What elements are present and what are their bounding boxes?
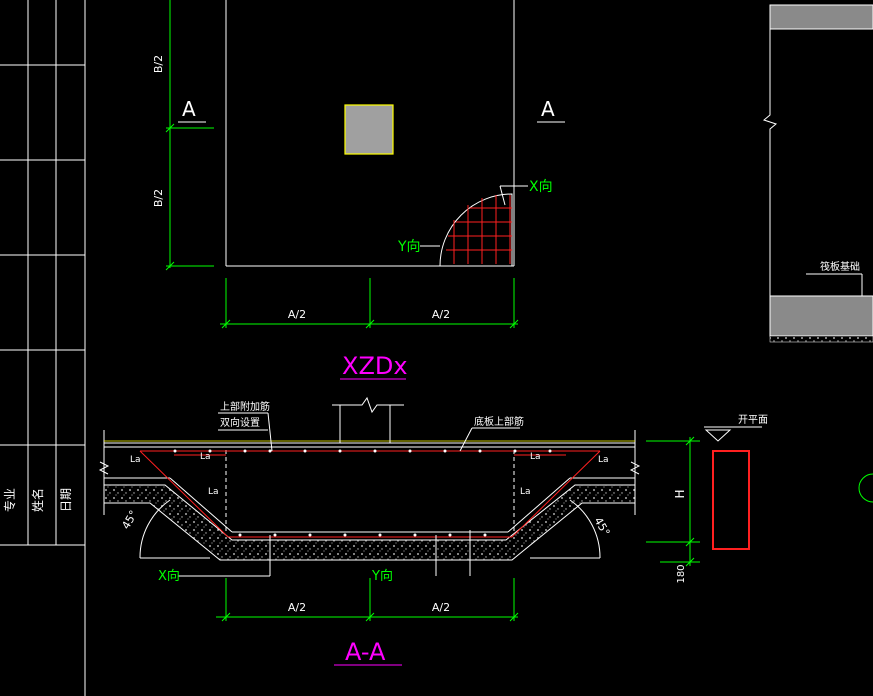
section-concrete <box>103 484 636 561</box>
section-y-direction: Y向 <box>371 568 393 584</box>
rebar-quadrant <box>420 185 528 267</box>
plan-y-direction: Y向 <box>397 239 421 255</box>
section-angle-arcs <box>139 499 601 559</box>
section-la-3: La <box>208 487 219 497</box>
detail-red-section <box>712 450 750 550</box>
section-la-1: La <box>130 455 141 465</box>
section-column <box>332 396 404 443</box>
detail-180-label: 180 <box>676 564 687 583</box>
section-la-5: La <box>598 455 609 465</box>
section-la-2: La <box>200 452 211 462</box>
title-block-row2: 姓名 <box>30 488 45 512</box>
section-x-direction: X向 <box>158 568 180 584</box>
plan-dim-b-upper: B/2 <box>152 55 165 73</box>
section-la-6: La <box>520 487 531 497</box>
section-leaders <box>178 412 520 577</box>
section-rebars <box>139 450 601 538</box>
section-angle-right: 45° <box>591 515 612 538</box>
section-note-top-left-2: 双向设置 <box>220 416 260 429</box>
plan-dim-a-left: A/2 <box>288 308 306 321</box>
title-block-row1: 专业 <box>2 488 17 512</box>
side-panel-note: 筏板基础 <box>820 260 860 273</box>
section-note-top-right: 底板上部筋 <box>474 415 524 428</box>
side-panel <box>762 4 873 343</box>
title-block <box>0 0 86 696</box>
section-mark-right: A <box>541 97 555 121</box>
section-dim-a-right: A/2 <box>432 601 450 614</box>
plan-x-direction: X向 <box>529 179 553 195</box>
plan-dimension-b <box>165 0 214 271</box>
section-rebar-dots <box>173 449 552 537</box>
section-dimension-a <box>216 578 519 622</box>
section-outline <box>98 430 641 533</box>
detail-h-label: H <box>673 489 687 498</box>
column-block <box>344 104 394 155</box>
section-title: A-A <box>345 638 386 666</box>
section-la-4: La <box>530 452 541 462</box>
elevation-label: 开平面 <box>738 415 768 426</box>
plan-dim-a-right: A/2 <box>432 308 450 321</box>
plan-dimension-a <box>220 278 519 329</box>
section-dim-a-left: A/2 <box>288 601 306 614</box>
title-block-row3: 日期 <box>59 488 73 512</box>
plan-dim-b-lower: B/2 <box>152 189 165 207</box>
section-angle-left: 45° <box>119 508 140 531</box>
section-mark-left: A <box>182 97 196 121</box>
detail-circle-mark <box>858 473 873 503</box>
section-note-top-left-1: 上部附加筋 <box>220 400 270 413</box>
detail-dimension <box>646 436 700 567</box>
elevation-marker <box>704 426 762 442</box>
plan-title: XZDx <box>342 352 408 380</box>
